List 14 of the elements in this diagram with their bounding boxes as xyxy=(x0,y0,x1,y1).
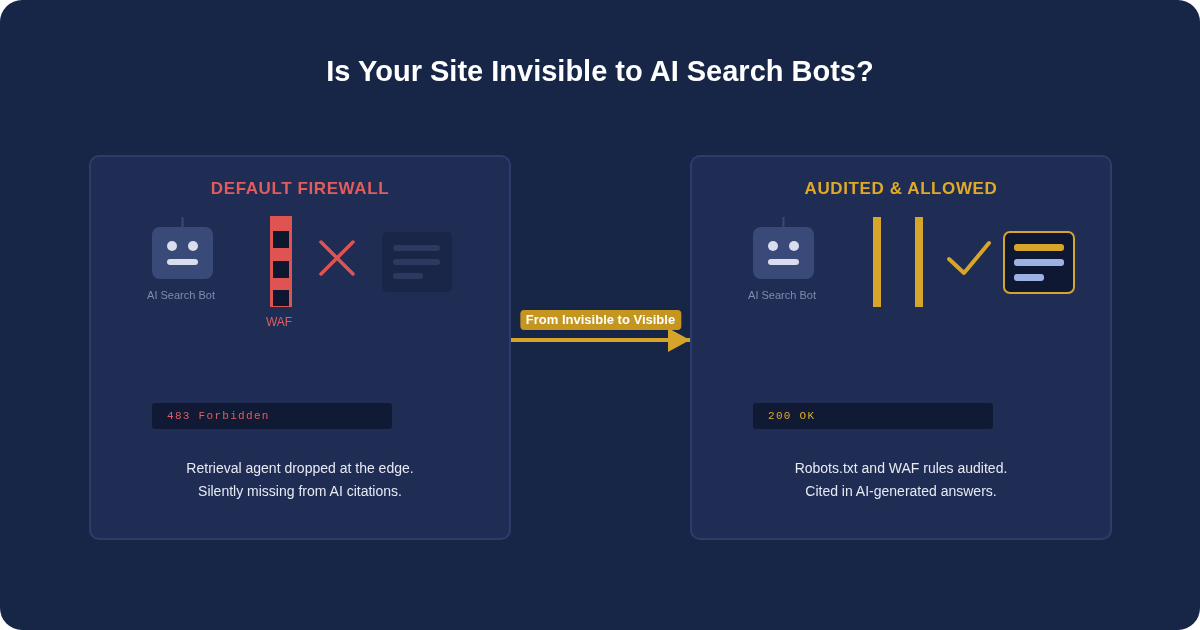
status-code-bar: 200 OK xyxy=(753,403,993,429)
panel-heading: AUDITED & ALLOWED xyxy=(804,179,998,199)
comparison-panel xyxy=(89,155,511,540)
title: Is Your Site Invisible to AI Search Bots? xyxy=(326,54,874,88)
icon-caption: AI Search Bot xyxy=(748,288,816,302)
comparison-panel xyxy=(690,155,1112,540)
icon-caption: AI Search Bot xyxy=(147,288,215,302)
edge-label: From Invisible to Visible xyxy=(519,310,682,330)
status-code-bar: 483 Forbidden xyxy=(152,403,392,429)
arrow xyxy=(511,328,690,352)
panel-description: Robots.txt and WAF rules audited. Cited in AI-generated answers. xyxy=(793,459,1009,501)
icon-caption: WAF xyxy=(265,315,293,329)
panel-description: Retrieval agent dropped at the edge. Silently missing from AI citations. xyxy=(185,459,415,501)
panel-heading: DEFAULT FIREWALL xyxy=(210,179,390,199)
